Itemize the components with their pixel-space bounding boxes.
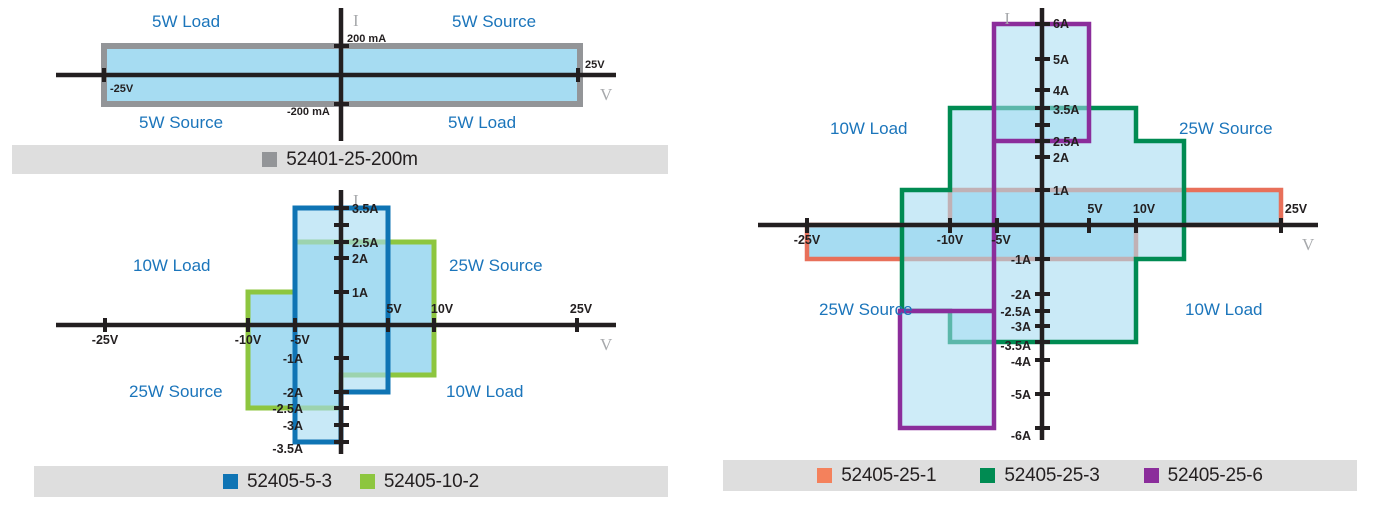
label-2a: 2A bbox=[1053, 151, 1069, 165]
current-axis-letter: I bbox=[353, 11, 359, 30]
legend-swatch-gray bbox=[262, 152, 278, 167]
legend-52401: 52401-25-200m bbox=[12, 145, 668, 174]
label-neg2a: -2A bbox=[1011, 288, 1031, 302]
quadrant-bottom-left-label: 5W Source bbox=[139, 113, 223, 132]
label-neg10v: -10V bbox=[937, 233, 964, 247]
label-1a: 1A bbox=[1053, 184, 1069, 198]
legend-label-52405-5-3: 52405-5-3 bbox=[246, 470, 332, 492]
chart-52405-5-3-and-10-2: I V 3.5A 2.5A 2A 1A -1A -2A -2.5A -3A -3… bbox=[56, 190, 616, 456]
legend-swatch-purple bbox=[1143, 468, 1159, 483]
label-neg1a: -1A bbox=[283, 352, 303, 366]
legend-swatch-dark-green bbox=[980, 468, 996, 483]
label-25v: 25V bbox=[1285, 202, 1308, 216]
legend-label-52405-25-1: 52405-25-1 bbox=[841, 464, 937, 486]
current-axis-letter: I bbox=[1004, 9, 1010, 28]
label-2p5a: 2.5A bbox=[1053, 135, 1079, 149]
label-10v: 10V bbox=[431, 302, 454, 316]
legend-label-52401-25-200m: 52401-25-200m bbox=[286, 148, 418, 170]
quadrant-top-right-label: 25W Source bbox=[1179, 119, 1273, 138]
label-neg2a: -2A bbox=[283, 386, 303, 400]
label-neg3p5a: -3.5A bbox=[1000, 339, 1031, 353]
label-1a: 1A bbox=[352, 286, 368, 300]
label-2p5a: 2.5A bbox=[352, 236, 378, 250]
label-2a: 2A bbox=[352, 252, 368, 266]
legend-entry-52405-25-3[interactable]: 52405-25-3 bbox=[980, 464, 1100, 487]
label-3p5a: 3.5A bbox=[1053, 103, 1079, 117]
label-neg3a: -3A bbox=[1011, 320, 1031, 334]
quadrant-bottom-left-label: 25W Source bbox=[819, 300, 913, 319]
label-neg25v: -25V bbox=[794, 233, 821, 247]
quadrant-top-left-label: 10W Load bbox=[830, 119, 908, 138]
legend-entry-52405-25-6[interactable]: 52405-25-6 bbox=[1143, 464, 1263, 487]
voltage-axis-letter: V bbox=[600, 85, 613, 104]
quadrant-top-left-label: 5W Load bbox=[152, 12, 220, 31]
right-panel: I V 6A 5A 4A 3.5A 2.5A 2A 1A -1A -2A -2.… bbox=[700, 0, 1379, 507]
label-neg5a: -5A bbox=[1011, 388, 1031, 402]
quadrant-top-right-label: 5W Source bbox=[452, 12, 536, 31]
label-neg25v: -25V bbox=[110, 83, 134, 95]
legend-entry-52405-5-3[interactable]: 52405-5-3 bbox=[222, 470, 332, 493]
legend-52405-right: 52405-25-1 52405-25-3 52405-25-6 bbox=[723, 460, 1357, 491]
label-neg5v: -5V bbox=[290, 333, 310, 347]
label-neg4a: -4A bbox=[1011, 355, 1031, 369]
label-neg3p5a: -3.5A bbox=[272, 442, 303, 456]
label-neg2p5a: -2.5A bbox=[1000, 305, 1031, 319]
label-neg200ma: -200 mA bbox=[287, 106, 330, 118]
label-neg2p5a: -2.5A bbox=[272, 402, 303, 416]
voltage-axis-letter: V bbox=[1302, 235, 1315, 254]
label-6a: 6A bbox=[1053, 17, 1069, 31]
current-axis-letter: I bbox=[353, 191, 359, 210]
legend-entry-52405-25-1[interactable]: 52405-25-1 bbox=[817, 464, 937, 487]
label-neg5v: -5V bbox=[991, 233, 1011, 247]
label-10v: 10V bbox=[1133, 202, 1156, 216]
quadrant-bottom-right-label: 5W Load bbox=[448, 113, 516, 132]
label-200ma: 200 mA bbox=[347, 33, 386, 45]
left-panel: I V 200 mA -200 mA -25V 25V 5W Load 5W S… bbox=[0, 0, 680, 507]
label-25v: 25V bbox=[585, 59, 605, 71]
label-neg6a: -6A bbox=[1011, 429, 1031, 443]
legend-entry-52405-10-2[interactable]: 52405-10-2 bbox=[359, 470, 480, 493]
label-neg10v: -10V bbox=[235, 333, 262, 347]
quadrant-top-left-label: 10W Load bbox=[133, 256, 211, 275]
legend-52405-left: 52405-5-3 52405-10-2 bbox=[34, 466, 668, 497]
legend-swatch-green bbox=[359, 474, 375, 489]
label-3p5a: 3.5A bbox=[352, 202, 378, 216]
quadrant-bottom-left-label: 25W Source bbox=[129, 382, 223, 401]
label-25v: 25V bbox=[570, 302, 593, 316]
label-5a: 5A bbox=[1053, 53, 1069, 67]
label-5v: 5V bbox=[386, 302, 402, 316]
legend-swatch-orange bbox=[817, 468, 833, 483]
label-neg1a: -1A bbox=[1011, 253, 1031, 267]
label-neg25v: -25V bbox=[92, 333, 119, 347]
quadrant-bottom-right-label: 10W Load bbox=[446, 382, 524, 401]
quadrant-bottom-right-label: 10W Load bbox=[1185, 300, 1263, 319]
label-4a: 4A bbox=[1053, 84, 1069, 98]
legend-entry-52401-25-200m[interactable]: 52401-25-200m bbox=[262, 149, 418, 171]
quadrant-top-right-label: 25W Source bbox=[449, 256, 543, 275]
label-5v: 5V bbox=[1087, 202, 1103, 216]
label-neg3a: -3A bbox=[283, 419, 303, 433]
legend-swatch-blue bbox=[222, 474, 238, 489]
legend-label-52405-25-3: 52405-25-3 bbox=[1004, 464, 1100, 486]
legend-label-52405-25-6: 52405-25-6 bbox=[1167, 464, 1263, 486]
legend-label-52405-10-2: 52405-10-2 bbox=[383, 470, 480, 492]
chart-52405-25-family: I V 6A 5A 4A 3.5A 2.5A 2A 1A -1A -2A -2.… bbox=[758, 8, 1318, 443]
chart-52401-25-200m: I V 200 mA -200 mA -25V 25V 5W Load 5W S… bbox=[56, 8, 616, 141]
voltage-axis-letter: V bbox=[600, 335, 613, 354]
